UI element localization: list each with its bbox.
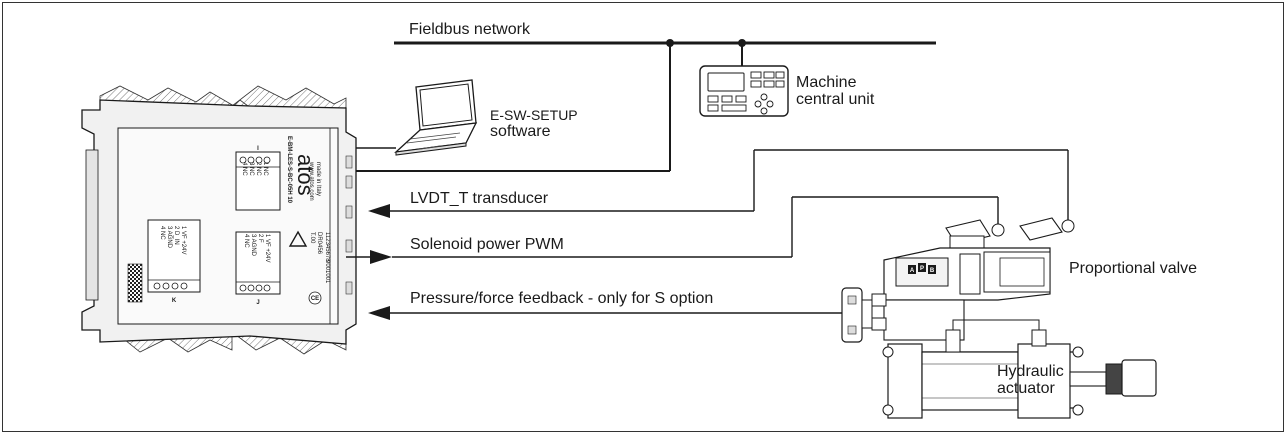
machine-central-unit-icon: [699, 65, 789, 117]
side-text-4: 9001001: [324, 260, 330, 284]
valve-label: Proportional valve: [1069, 260, 1197, 277]
signal-feedback: [368, 306, 842, 320]
connector-i-pin-4: 4 NC: [241, 162, 247, 176]
connector-k-pin-3: 3 AGND: [166, 226, 172, 249]
connector-j-pin-4: 4 NC: [243, 234, 249, 248]
valve-port-b: B: [930, 268, 935, 274]
connector-j: J 1 VF +24V 2 F 3 AGND 4 NC: [235, 231, 281, 306]
valve-port-p: P: [920, 266, 924, 272]
connector-j-pin-3: 3 AGND: [250, 234, 256, 257]
origin-label: made in Italy: [315, 162, 321, 196]
connector-j-pin-2: 2 F: [257, 234, 263, 243]
connector-j-label: J: [256, 300, 259, 306]
lvdt-label: LVDT_T transducer: [410, 190, 549, 207]
connector-k-label: K: [172, 298, 177, 304]
side-text-2: T.00: [309, 232, 315, 244]
fieldbus-label: Fieldbus network: [409, 21, 531, 38]
machine-label-line2: central unit: [796, 91, 875, 108]
side-text-3: 112345678: [324, 232, 330, 262]
brand-triangle-icon: [288, 230, 308, 247]
machine-label-line1: Machine: [796, 74, 857, 91]
actuator-label-line2: actuator: [997, 380, 1055, 397]
qr-code: [127, 263, 143, 303]
actuator-label-line1: Hydraulic: [997, 363, 1064, 380]
software-label-line2: software: [490, 123, 551, 140]
valve-port-a: A: [910, 268, 915, 274]
feedback-label: Pressure/force feedback - only for S opt…: [410, 290, 713, 307]
laptop-icon: [346, 79, 478, 156]
connector-j-pin-1: 1 VF +24V: [264, 234, 270, 263]
connector-k-pin-1: 1 VF +24V: [180, 226, 186, 255]
signal-solenoid: [346, 196, 999, 264]
model-label: E-BM-LES-S-BC-05H 10: [286, 136, 292, 204]
proportional-valve-icon: A P B: [841, 217, 1075, 343]
brand-logo: atos: [293, 154, 318, 196]
driver-module: I 1 NC 2 NC 3 NC 4 NC J 1 VF +24V 2 F 3 …: [81, 85, 357, 355]
connector-i-pin-2: 2 NC: [255, 162, 261, 176]
side-text-1: DR0456: [316, 232, 322, 255]
web-label: www.atos.com: [308, 161, 314, 201]
connector-k-pin-2: 2 D_IN: [173, 226, 179, 245]
connector-i-pin-3: 3 NC: [248, 162, 254, 176]
fieldbus-network: Fieldbus network: [346, 21, 936, 172]
software-label-line1: E-SW-SETUP: [490, 107, 578, 123]
connector-i: I 1 NC 2 NC 3 NC 4 NC: [235, 146, 281, 211]
hydraulic-actuator-icon: [882, 319, 1157, 419]
connector-i-pin-1: 1 NC: [262, 162, 268, 176]
ce-mark-label: CE: [311, 296, 319, 302]
connector-k: K 1 VF +24V 2 D_IN 3 AGND 4 NC: [147, 219, 201, 304]
connector-k-pin-4: 4 NC: [159, 226, 165, 240]
signal-lvdt: [368, 149, 1069, 222]
connector-i-label: I: [257, 146, 259, 152]
ce-mark-icon: [308, 291, 322, 305]
solenoid-label: Solenoid power PWM: [410, 236, 564, 253]
